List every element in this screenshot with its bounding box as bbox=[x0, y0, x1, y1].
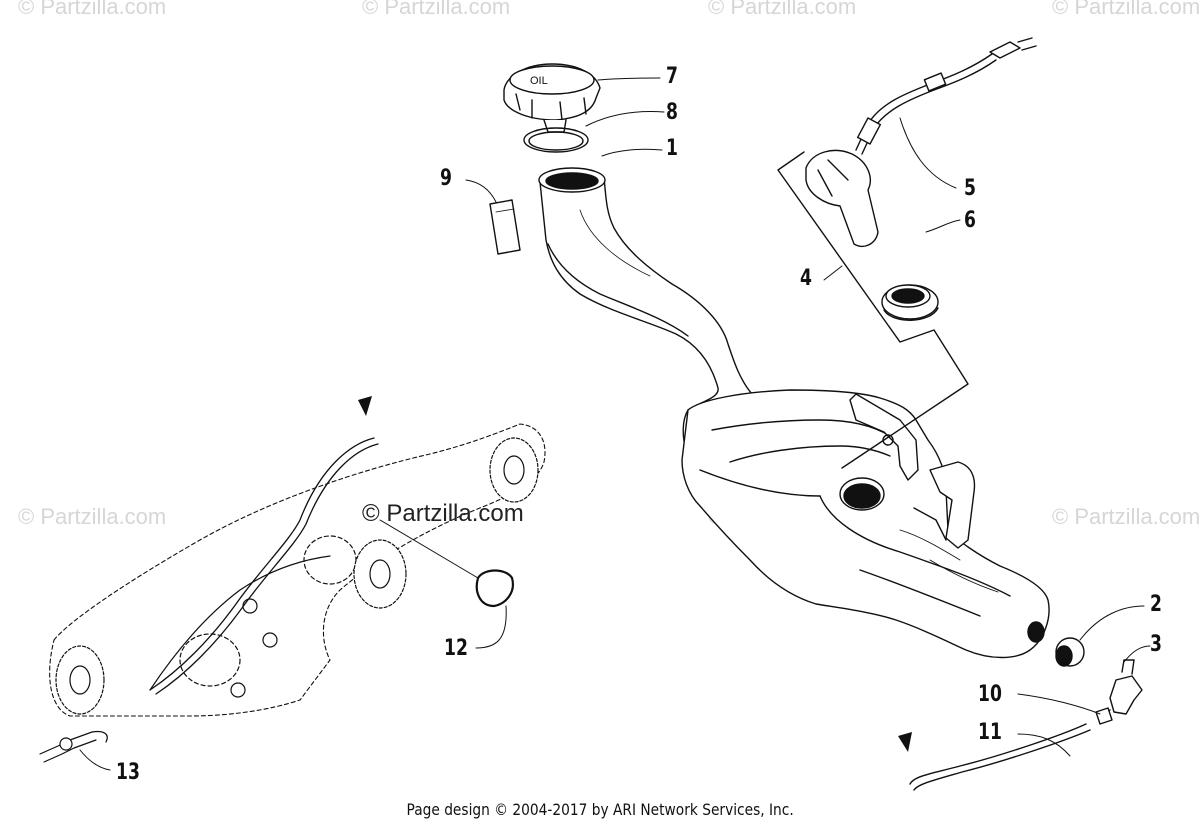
sprocket bbox=[56, 646, 104, 714]
leader-lines bbox=[80, 78, 1150, 770]
chaincase-details bbox=[40, 438, 538, 762]
footer-text: Page design © 2004-2017 by ARI Network S… bbox=[406, 800, 794, 819]
center-watermark: © Partzilla.com bbox=[362, 500, 524, 527]
callout-12: 12 bbox=[444, 636, 468, 661]
callout-10: 10 bbox=[978, 682, 1002, 707]
svg-text:OIL: OIL bbox=[530, 75, 548, 87]
callout-2: 2 bbox=[1150, 592, 1162, 617]
callout-1: 1 bbox=[666, 136, 678, 161]
callout-8: 8 bbox=[666, 100, 678, 125]
footer-credit: Page design © 2004-2017 by ARI Network S… bbox=[0, 800, 1200, 819]
callout-11: 11 bbox=[978, 720, 1002, 745]
direction-arrow bbox=[358, 396, 372, 416]
sprocket bbox=[354, 540, 406, 608]
gasket bbox=[524, 128, 588, 152]
callout-7: 7 bbox=[666, 64, 678, 89]
fuel-tank bbox=[539, 168, 1049, 658]
callout-4: 4 bbox=[800, 266, 812, 291]
watermark: © Partzilla.com bbox=[1052, 0, 1200, 19]
fuel-outlet-parts bbox=[910, 638, 1142, 790]
gas-cap: OIL bbox=[504, 64, 600, 132]
watermark: © Partzilla.com bbox=[362, 0, 511, 19]
callout-6: 6 bbox=[964, 208, 976, 233]
callout-9: 9 bbox=[440, 166, 452, 191]
callout-13: 13 bbox=[116, 760, 140, 785]
sprocket bbox=[490, 438, 538, 502]
chaincase-assembly bbox=[50, 424, 545, 716]
fuel-sender bbox=[778, 38, 1036, 468]
watermark: © Partzilla.com bbox=[1052, 504, 1200, 529]
callout-3: 3 bbox=[1150, 632, 1162, 657]
callout-5: 5 bbox=[964, 176, 976, 201]
watermark: © Partzilla.com bbox=[18, 504, 167, 529]
watermark: © Partzilla.com bbox=[708, 0, 857, 19]
watermark: © Partzilla.com bbox=[18, 0, 167, 19]
direction-arrow bbox=[898, 732, 912, 752]
decal bbox=[490, 200, 520, 254]
